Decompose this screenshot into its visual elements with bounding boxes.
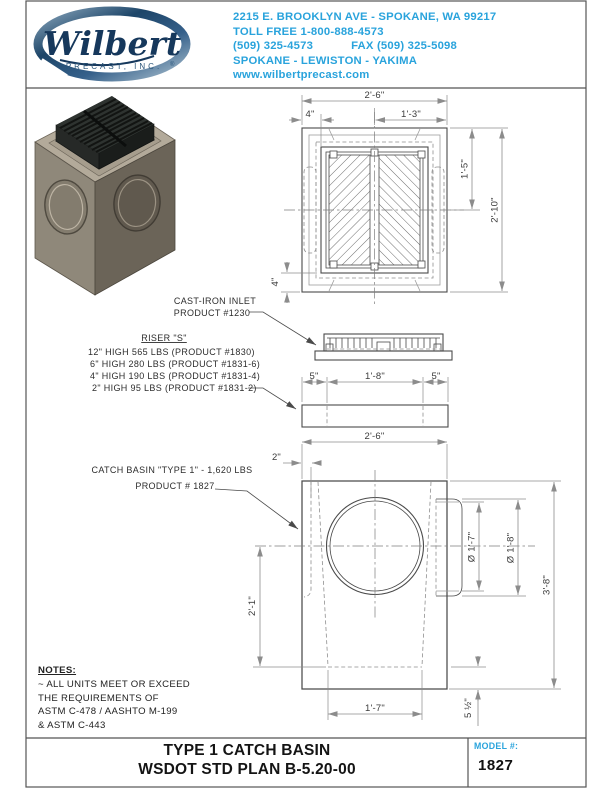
header-website-link[interactable]: www.wilbertprecast.com <box>233 69 370 82</box>
dim-plan-bottom-edge: 4" <box>270 277 281 286</box>
label-riser-line1: 12" HIGH 565 LBS (PRODUCT #1830) <box>88 347 255 357</box>
label-basin-line2: PRODUCT # 1827 <box>135 481 214 491</box>
page-border <box>25 0 587 788</box>
grate-slats <box>59 98 153 153</box>
label-riser-title: RISER "S" <box>141 333 187 343</box>
dim-plan-half: 1'-3" <box>401 109 421 120</box>
riser-section-drawing: 5" 1'-8" 5" <box>301 371 449 428</box>
label-riser-line3: 4" HIGH 190 LBS (PRODUCT #1831-4) <box>90 371 260 381</box>
knockout-circle-right <box>113 174 161 232</box>
label-basin-line1: CATCH BASIN "TYPE 1" - 1,620 LBS <box>92 465 253 475</box>
inlet-side-view-drawing <box>314 333 453 361</box>
header-contact-block: 2215 E. BROOKLYN AVE - SPOKANE, WA 99217… <box>233 10 496 83</box>
dim-elev-bottom: 1'-7" <box>365 703 385 714</box>
logo-wordmark: Wilbert <box>43 24 181 63</box>
dim-elev-wall: 2" <box>272 452 281 463</box>
model-number-label: MODEL #: <box>474 741 519 751</box>
annotations: CAST-IRON INLET PRODUCT #1230 RISER "S" … <box>88 296 260 491</box>
elevation-view-drawing: 2'-6" 2" 2'-1" 1'-7" 3'-8" Ø 1'-8" Ø 1'-… <box>247 431 561 726</box>
label-riser-line2: 6" HIGH 280 LBS (PRODUCT #1831-6) <box>90 359 260 369</box>
header-phone-fax: (509) 325-4573 FAX (509) 325-5098 <box>233 39 496 54</box>
dim-elev-width: 2'-6" <box>365 431 385 442</box>
notes-line: ~ ALL UNITS MEET OR EXCEED <box>38 678 191 690</box>
dim-riser-middle: 1'-8" <box>365 371 385 382</box>
model-number-value: 1827 <box>478 757 514 774</box>
dim-riser-right: 5" <box>431 371 440 382</box>
plan-view-drawing: 2'-6" 4" 1'-3" 1'-5" 2'-10" 4" <box>270 90 508 306</box>
title-block: TYPE 1 CATCH BASIN WSDOT STD PLAN B-5.20… <box>26 741 468 779</box>
drawing-title-line1: TYPE 1 CATCH BASIN <box>163 742 331 759</box>
dim-elev-base: 5 ½" <box>463 698 474 718</box>
label-inlet-line2: PRODUCT #1230 <box>174 308 250 318</box>
notes-line: & ASTM C-443 <box>38 720 106 732</box>
knockout-circle-left <box>44 179 88 235</box>
dim-plan-width: 2'-6" <box>365 90 385 101</box>
drawing-title-line2: WSDOT STD PLAN B-5.20-00 <box>138 761 356 778</box>
dim-elev-height: 3'-8" <box>542 575 553 595</box>
dim-pipe-inner: Ø 1'-7" <box>467 532 478 562</box>
label-inlet-line1: CAST-IRON INLET <box>174 296 256 306</box>
annotation-leaders <box>214 311 317 530</box>
notes-block: NOTES: ~ ALL UNITS MEET OR EXCEED THE RE… <box>38 664 190 733</box>
header-phone: (509) 325-4573 <box>233 40 314 53</box>
dim-plan-height: 2'-10" <box>490 197 501 222</box>
notes-line: ASTM C-478 / AASHTO M-199 <box>38 706 178 718</box>
logo-subtitle: PRECAST, INC. <box>66 62 162 71</box>
header-toll-free: TOLL FREE 1-800-888-4573 <box>233 25 384 38</box>
label-riser-line4: 2" HIGH 95 LBS (PRODUCT #1831-2) <box>92 383 257 393</box>
header-cities: SPOKANE - LEWISTON - YAKIMA <box>233 54 418 67</box>
company-logo: Wilbert PRECAST, INC. ® <box>33 6 191 83</box>
header-address: 2215 E. BROOKLYN AVE - SPOKANE, WA 99217 <box>233 11 497 23</box>
logo-registered-mark: ® <box>170 61 175 68</box>
dim-plan-edge: 4" <box>305 109 314 120</box>
dim-plan-grate-half: 1'-5" <box>460 159 471 179</box>
header-fax: FAX (509) 325-5098 <box>351 40 458 53</box>
notes-title: NOTES: <box>38 665 77 676</box>
dim-elev-depth: 2'-1" <box>247 596 258 616</box>
notes-line: THE REQUIREMENTS OF <box>38 692 159 704</box>
isometric-render <box>34 96 176 296</box>
dim-pipe-outer: Ø 1'-8" <box>506 533 517 563</box>
dim-riser-left: 5" <box>309 371 318 382</box>
